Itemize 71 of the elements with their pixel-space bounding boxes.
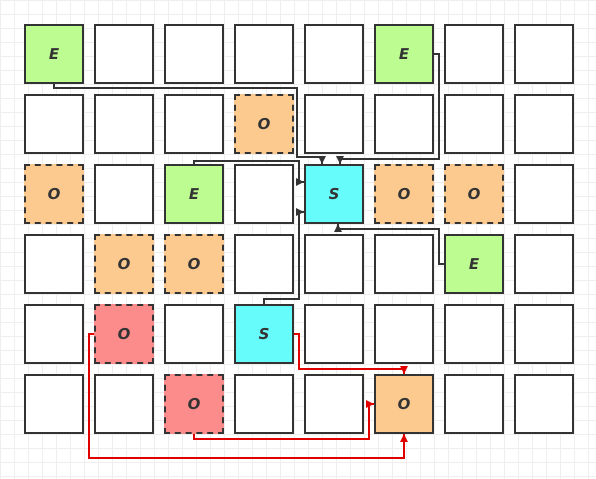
grid-square <box>24 164 84 224</box>
square-letter: O <box>188 395 200 413</box>
grid-square <box>234 24 294 84</box>
grid-square <box>514 374 574 434</box>
grid-square <box>374 234 434 294</box>
grid-square <box>444 164 504 224</box>
grid-square <box>374 94 434 154</box>
grid-square <box>234 304 294 364</box>
square-letter: E <box>188 185 200 203</box>
arrow <box>334 224 444 265</box>
grid-square <box>304 304 364 364</box>
grid-square <box>514 164 574 224</box>
arrow <box>88 333 408 459</box>
arrow <box>193 160 304 186</box>
grid-square <box>94 374 154 434</box>
grid-square <box>514 94 574 154</box>
grid-square <box>164 374 224 434</box>
grid-square <box>24 24 84 84</box>
grid-square <box>24 374 84 434</box>
square-letter: O <box>258 115 270 133</box>
square-letter: E <box>468 255 480 273</box>
square-letter: E <box>398 45 410 63</box>
grid-square <box>374 164 434 224</box>
grid-square <box>444 94 504 154</box>
grid-square <box>374 374 434 434</box>
grid-square <box>234 94 294 154</box>
grid-square <box>374 304 434 364</box>
square-letter: O <box>398 395 410 413</box>
square-letter: E <box>48 45 60 63</box>
grid-square <box>24 234 84 294</box>
square-letter: O <box>468 185 480 203</box>
grid-square <box>164 304 224 364</box>
grid-square <box>304 234 364 294</box>
arrow <box>294 333 408 374</box>
square-letter: S <box>258 325 270 343</box>
grid-square <box>164 164 224 224</box>
grid-square <box>234 374 294 434</box>
grid-square <box>94 164 154 224</box>
grid-square <box>304 164 364 224</box>
square-letter: O <box>188 255 200 273</box>
grid-square <box>234 234 294 294</box>
grid-square <box>304 374 364 434</box>
grid-square <box>94 24 154 84</box>
grid-square <box>514 304 574 364</box>
square-letter: S <box>328 185 340 203</box>
grid-square <box>514 234 574 294</box>
grid-square <box>164 24 224 84</box>
grid-square <box>304 94 364 154</box>
grid-square <box>514 24 574 84</box>
grid-square <box>444 374 504 434</box>
square-letter: O <box>118 325 130 343</box>
grid-square <box>94 304 154 364</box>
grid-square <box>304 24 364 84</box>
grid-square <box>24 304 84 364</box>
arrow <box>53 84 326 164</box>
grid-square <box>94 94 154 154</box>
grid-square <box>444 234 504 294</box>
grid-square <box>234 164 294 224</box>
arrow <box>336 53 440 164</box>
grid-square <box>374 24 434 84</box>
arrow <box>193 400 374 440</box>
grid-square <box>444 304 504 364</box>
arrow <box>263 208 304 304</box>
grid-square <box>164 234 224 294</box>
grid-square <box>24 94 84 154</box>
grid-square <box>444 24 504 84</box>
square-letter: O <box>118 255 130 273</box>
grid-square <box>164 94 224 154</box>
square-letter: O <box>398 185 410 203</box>
grid-square <box>94 234 154 294</box>
square-letter: O <box>48 185 60 203</box>
